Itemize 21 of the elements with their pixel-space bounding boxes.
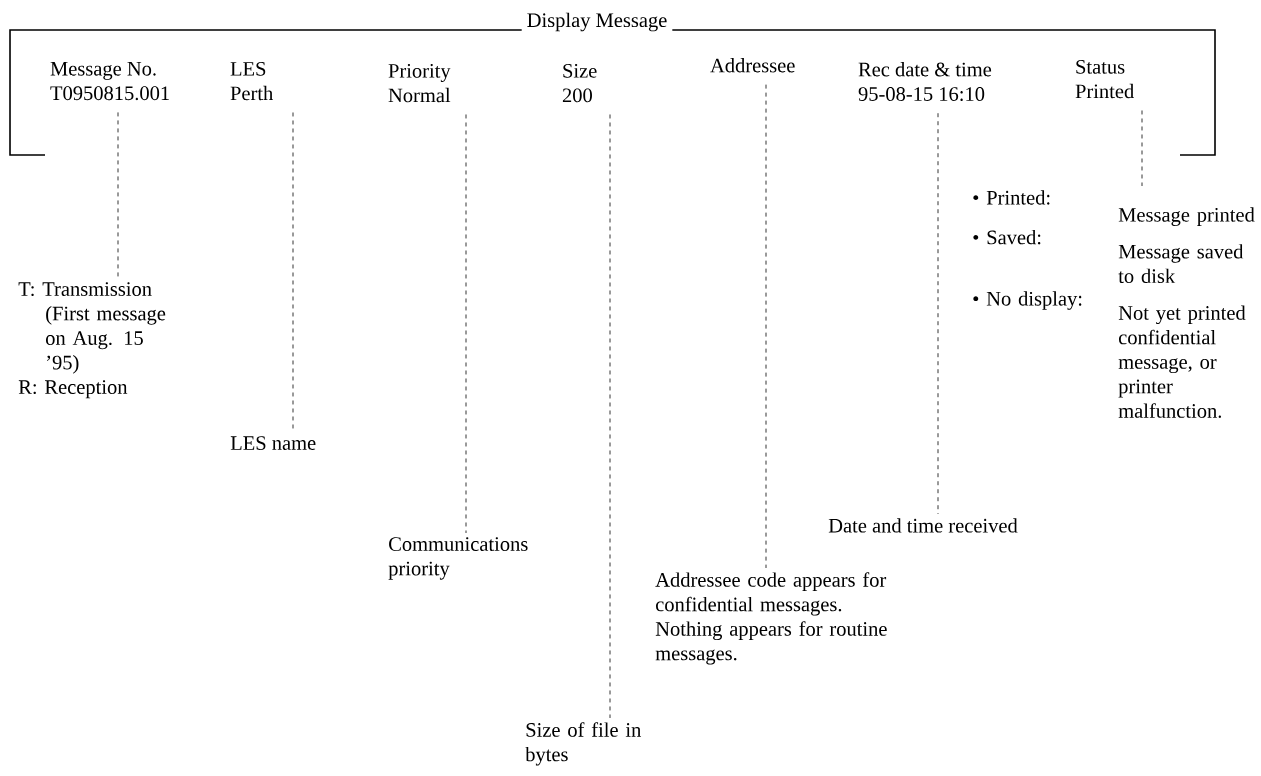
description-text: Addressee code appears for confidential messages. Nothing appears for routine messages. xyxy=(655,572,887,665)
leader-line xyxy=(465,114,467,534)
field-label: Message No. T0950815.001 xyxy=(50,62,169,101)
field-label: Rec date & time 95-08-15 16:10 xyxy=(858,62,992,101)
leader-line xyxy=(765,84,767,569)
leader-line xyxy=(1141,110,1143,187)
description-text: LES name xyxy=(230,436,316,450)
leader-line xyxy=(117,112,119,279)
field-label: Addressee xyxy=(710,58,795,73)
field-label: LES Perth xyxy=(230,62,273,101)
description-text: Date and time received xyxy=(828,518,1018,533)
leader-line xyxy=(937,112,939,515)
description-text: Size of file in bytes xyxy=(525,722,642,766)
description-text: Communications priority xyxy=(388,537,528,580)
node-label: Display Message xyxy=(527,12,667,32)
field-label: Size 200 xyxy=(562,64,597,103)
description-text: T: Transmission (First message on Aug. 15 ’95) R: Reception xyxy=(18,282,166,399)
field-label: Status Printed xyxy=(1075,60,1134,99)
status-list: • Printed: Message printed • Saved: Message saved to disk • No display: Not yet printed confidential message, or printer malfunction. xyxy=(973,190,1255,418)
field-label: Priority Normal xyxy=(388,64,451,103)
leader-line xyxy=(609,114,611,719)
